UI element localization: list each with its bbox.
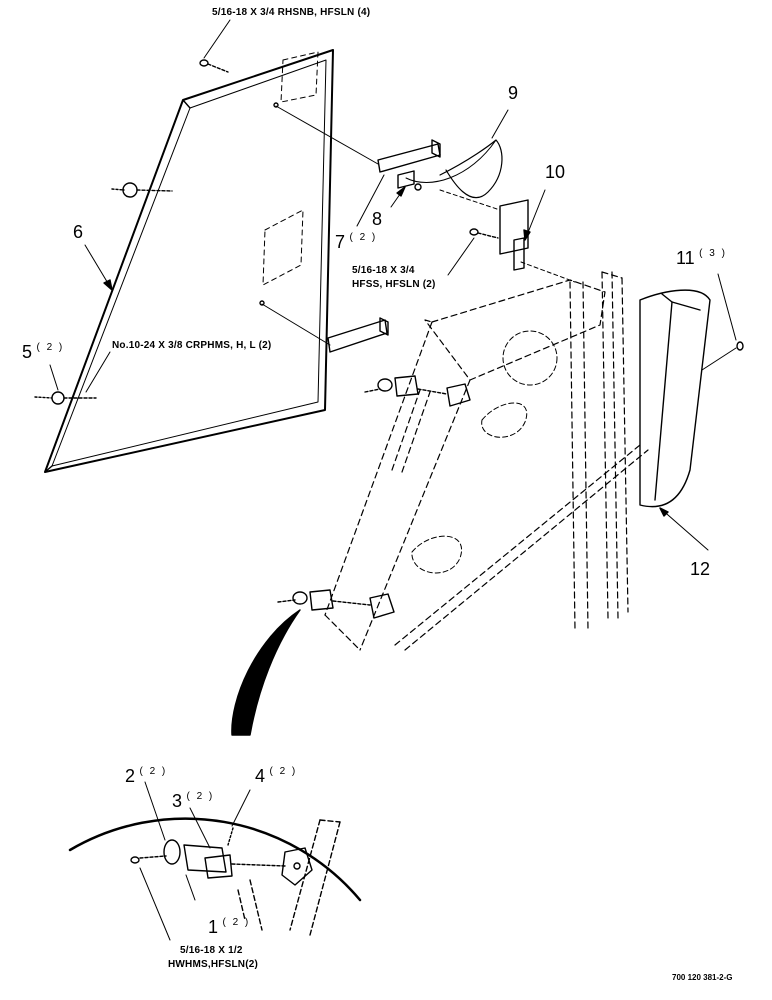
hfss-bolt-icon: [447, 228, 499, 276]
latch-plate: [439, 189, 576, 283]
callout-12: 12: [690, 559, 711, 579]
callout-8: 8: [372, 209, 383, 229]
callout-10: 10: [545, 162, 566, 182]
side-shield: [639, 289, 711, 508]
hwhms-note-line2: HWHMS,HFSLN(2): [168, 959, 259, 970]
callout-1: 1 ( 2 ): [208, 917, 251, 937]
detail-latch-assembly: [130, 819, 341, 936]
callout-7: 7 ( 2 ): [335, 232, 378, 252]
upper-latch-icon: [364, 375, 471, 407]
shield-panel: [44, 49, 334, 473]
frame-holes: [411, 330, 558, 574]
hfss-note-line1: 5/16-18 X 3/4: [352, 265, 415, 276]
callout-2: 2 ( 2 ): [125, 766, 168, 786]
drawing-number: 700 120 381-2-G: [672, 973, 733, 982]
callout-5: 5 ( 2 ): [22, 342, 65, 362]
panel-knob-icon: [111, 182, 173, 198]
callout-11: 11 ( 3 ): [676, 248, 727, 268]
lower-bracket: [261, 303, 389, 353]
magnifier-wedge: [231, 609, 301, 736]
crphms-note: No.10-24 X 3/8 CRPHMS, H, L (2): [112, 340, 272, 351]
top-bolt-note: 5/16-18 X 3/4 RHSNB, HFSLN (4): [212, 7, 371, 18]
frame-structure: [324, 271, 649, 651]
hfss-note-line2: HFSS, HFSLN (2): [352, 279, 436, 290]
top-bolt-icon: [199, 19, 231, 73]
callout-6: 6: [73, 222, 84, 242]
cable: [405, 109, 509, 199]
callout-3: 3 ( 2 ): [172, 791, 215, 811]
shield-bolt-icon: [701, 273, 744, 371]
callout-4: 4 ( 2 ): [255, 766, 298, 786]
hwhms-note-line1: 5/16-18 X 1/2: [180, 945, 243, 956]
lower-latch-icon: [277, 589, 395, 619]
latch-bolt-icon: [34, 351, 111, 405]
callout-9: 9: [508, 83, 519, 103]
mounting-bracket: [275, 105, 441, 191]
